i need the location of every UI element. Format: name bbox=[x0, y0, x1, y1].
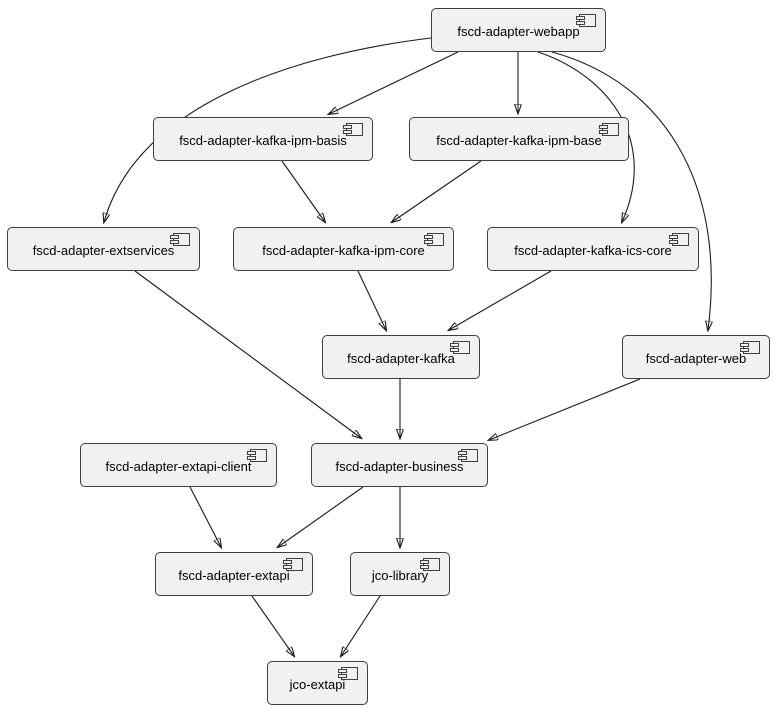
component-label: fscd-adapter-extservices bbox=[32, 243, 175, 258]
edge-webapp-to-web bbox=[551, 51, 711, 330]
component-icon bbox=[669, 233, 689, 246]
edge-kafka-ics-core-to-kafka bbox=[449, 270, 552, 330]
component-label: fscd-adapter-webapp bbox=[457, 24, 580, 39]
edge-webapp-to-kafka-ipm-basis bbox=[329, 51, 459, 114]
component-jco-extapi[interactable]: jco-extapi bbox=[267, 661, 368, 705]
edge-extapi-client-to-extapi bbox=[189, 486, 221, 547]
component-label: fscd-adapter-extapi bbox=[178, 568, 290, 583]
component-label: fscd-adapter-kafka-ipm-base bbox=[436, 133, 602, 148]
component-fscd-adapter-kafka-ipm-basis[interactable]: fscd-adapter-kafka-ipm-basis bbox=[153, 117, 373, 161]
edge-jco-library-to-jco-extapi bbox=[341, 595, 381, 656]
component-icon bbox=[576, 14, 596, 27]
component-icon bbox=[450, 341, 470, 354]
component-fscd-adapter-kafka-ipm-base[interactable]: fscd-adapter-kafka-ipm-base bbox=[409, 117, 629, 161]
component-label: fscd-adapter-kafka-ipm-basis bbox=[179, 133, 347, 148]
edge-webapp-to-extservices bbox=[104, 37, 432, 222]
component-fscd-adapter-extapi[interactable]: fscd-adapter-extapi bbox=[155, 552, 313, 596]
component-label: jco-extapi bbox=[289, 677, 346, 692]
component-icon bbox=[170, 233, 190, 246]
edge-extservices-to-business bbox=[134, 270, 361, 438]
edge-kafka-ipm-base-to-kafka-ipm-core bbox=[392, 160, 482, 222]
component-icon bbox=[424, 233, 444, 246]
component-icon bbox=[458, 449, 478, 462]
component-label: fscd-adapter-extapi-client bbox=[105, 459, 252, 474]
component-icon bbox=[343, 123, 363, 136]
component-label: jco-library bbox=[371, 568, 429, 583]
component-fscd-adapter-kafka[interactable]: fscd-adapter-kafka bbox=[322, 335, 480, 379]
edge-kafka-ipm-basis-to-kafka-ipm-core bbox=[281, 160, 325, 222]
component-label: fscd-adapter-kafka-ipm-core bbox=[262, 243, 425, 258]
component-icon bbox=[599, 123, 619, 136]
component-fscd-adapter-extservices[interactable]: fscd-adapter-extservices bbox=[7, 227, 200, 271]
component-icon bbox=[247, 449, 267, 462]
edge-web-to-business bbox=[489, 378, 641, 440]
edge-webapp-to-kafka-ics-core bbox=[537, 51, 635, 222]
component-label: fscd-adapter-kafka bbox=[347, 351, 455, 366]
component-jco-library[interactable]: jco-library bbox=[350, 552, 450, 596]
edge-business-to-extapi bbox=[278, 486, 364, 547]
component-label: fscd-adapter-business bbox=[335, 459, 464, 474]
component-fscd-adapter-kafka-ipm-core[interactable]: fscd-adapter-kafka-ipm-core bbox=[233, 227, 454, 271]
component-fscd-adapter-business[interactable]: fscd-adapter-business bbox=[311, 443, 488, 487]
component-icon bbox=[283, 558, 303, 571]
edge-kafka-ipm-core-to-kafka bbox=[357, 270, 386, 330]
component-icon bbox=[420, 558, 440, 571]
edge-extapi-to-jco-extapi bbox=[251, 595, 294, 656]
component-label: fscd-adapter-web bbox=[645, 351, 747, 366]
component-icon bbox=[740, 341, 760, 354]
component-fscd-adapter-webapp[interactable]: fscd-adapter-webapp bbox=[431, 8, 606, 52]
component-icon bbox=[338, 667, 358, 680]
component-fscd-adapter-web[interactable]: fscd-adapter-web bbox=[622, 335, 770, 379]
component-fscd-adapter-kafka-ics-core[interactable]: fscd-adapter-kafka-ics-core bbox=[487, 227, 699, 271]
component-fscd-adapter-extapi-client[interactable]: fscd-adapter-extapi-client bbox=[80, 443, 277, 487]
component-label: fscd-adapter-kafka-ics-core bbox=[514, 243, 672, 258]
